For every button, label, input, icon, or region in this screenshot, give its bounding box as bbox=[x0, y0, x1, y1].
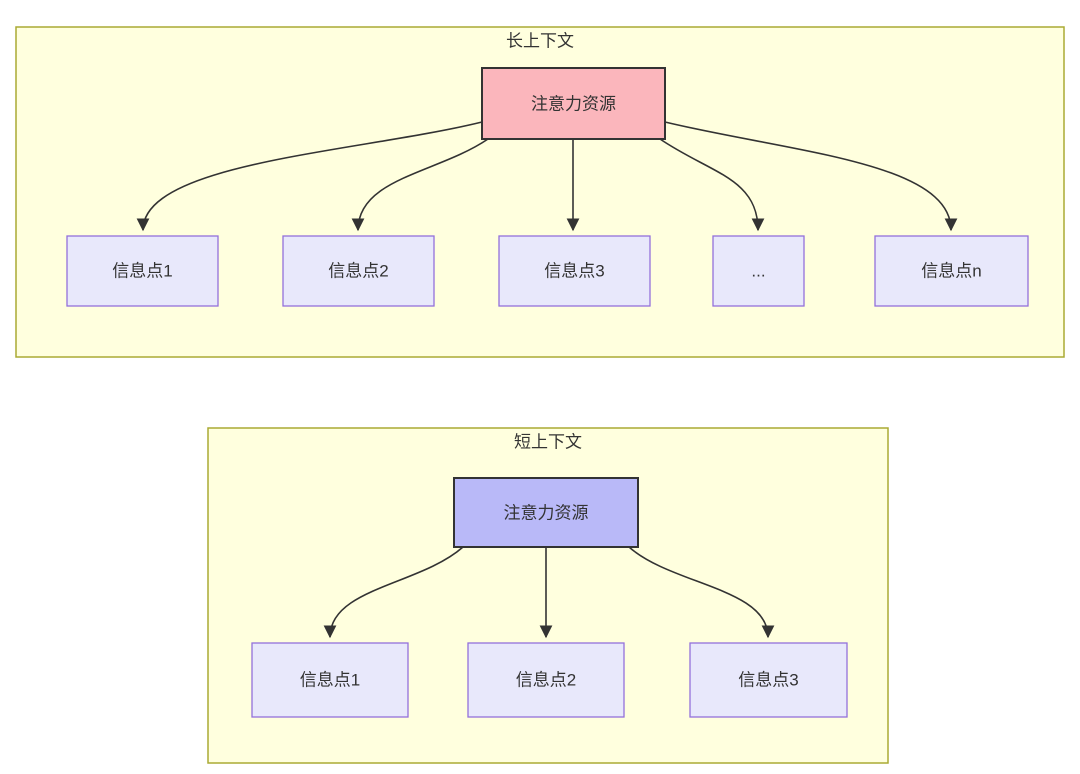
short-info-box-1 bbox=[251, 642, 409, 718]
long-info-box-n bbox=[874, 235, 1029, 307]
short-info-box-3 bbox=[689, 642, 848, 718]
edge-long-attention-to-info2 bbox=[351, 138, 489, 232]
short-info-label-3: 信息点3 bbox=[738, 671, 798, 690]
short-context-group: 短上下文 注意力资源 信息点1 信息点2 信息点3 bbox=[207, 427, 889, 764]
short-info-label-2: 信息点2 bbox=[516, 671, 576, 690]
long-context-title: 长上下文 bbox=[506, 32, 574, 51]
short-attention-label: 注意力资源 bbox=[504, 504, 589, 523]
long-attention-box bbox=[481, 67, 666, 140]
long-context-group: 长上下文 注意力资源 信息点1 信息点2 信息点3 ... 信息点n bbox=[15, 26, 1065, 358]
long-info-label-1: 信息点1 bbox=[112, 262, 172, 281]
short-info-label-1: 信息点1 bbox=[300, 671, 360, 690]
long-info-box-1 bbox=[66, 235, 219, 307]
long-info-label-3: 信息点3 bbox=[544, 262, 604, 281]
long-info-box-ellipsis bbox=[712, 235, 805, 307]
long-info-label-ellipsis: ... bbox=[751, 262, 765, 281]
long-info-box-2 bbox=[282, 235, 435, 307]
edge-long-attention-to-infon bbox=[664, 121, 958, 232]
short-attention-box bbox=[453, 477, 639, 548]
long-info-label-2: 信息点2 bbox=[328, 262, 388, 281]
edge-long-attention-to-info1 bbox=[136, 121, 483, 232]
edge-short-attention-to-info3 bbox=[628, 546, 775, 639]
long-info-label-n: 信息点n bbox=[921, 262, 981, 281]
edge-short-attention-to-info1 bbox=[323, 546, 464, 639]
edge-long-attention-to-ellipsis bbox=[659, 138, 765, 232]
long-attention-label: 注意力资源 bbox=[531, 95, 616, 114]
short-info-box-2 bbox=[467, 642, 625, 718]
long-info-box-3 bbox=[498, 235, 651, 307]
short-context-title: 短上下文 bbox=[514, 433, 582, 452]
